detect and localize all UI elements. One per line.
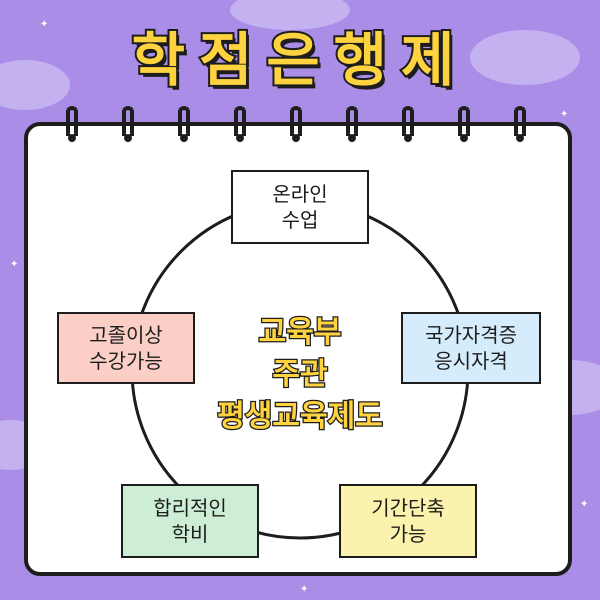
center-line-2: 주관: [271, 356, 329, 394]
feature-box-online: 온라인 수업: [231, 170, 369, 244]
feature-label-line2: 가능: [389, 522, 427, 546]
background-star-icon: ✦: [300, 584, 309, 595]
background-star-icon: ✦: [580, 499, 589, 510]
center-line-3: 평생교육제도: [216, 398, 384, 436]
feature-box-highschool: 고졸이상 수강가능: [57, 312, 195, 384]
center-label: 교육부 주관 평생교육제도: [180, 290, 420, 460]
background-star-icon: ✦: [40, 19, 49, 30]
feature-label-line1: 기간단축: [371, 496, 445, 520]
binder-ring-icon: [514, 106, 526, 142]
binder-ring-icon: [66, 106, 78, 142]
feature-box-shorten: 기간단축 가능: [339, 484, 477, 558]
background-cloud-icon: [0, 60, 70, 110]
center-line-1: 교육부: [257, 314, 342, 352]
feature-label-line2: 수강가능: [89, 349, 163, 373]
binder-ring-icon: [458, 106, 470, 142]
feature-box-license: 국가자격증 응시자격: [401, 312, 541, 384]
feature-label-line1: 합리적인: [153, 496, 227, 520]
feature-label-line1: 온라인: [272, 182, 328, 206]
binder-ring-icon: [234, 106, 246, 142]
background-star-icon: ✦: [560, 109, 569, 120]
binder-ring-icon: [402, 106, 414, 142]
background-cloud-icon: [470, 30, 580, 85]
page-title: 학점은행제: [0, 10, 600, 100]
binder-ring-icon: [346, 106, 358, 142]
title-text: 학점은행제: [130, 24, 469, 96]
binder-ring-icon: [122, 106, 134, 142]
feature-label-line1: 국가자격증: [425, 323, 517, 347]
feature-label-line2: 수업: [281, 208, 319, 232]
feature-label-line2: 응시자격: [434, 349, 508, 373]
feature-label-line2: 학비: [171, 522, 209, 546]
binder-ring-icon: [290, 106, 302, 142]
feature-label-line1: 고졸이상: [89, 323, 163, 347]
binder-ring-icon: [178, 106, 190, 142]
feature-box-tuition: 합리적인 학비: [121, 484, 259, 558]
background-star-icon: ✦: [10, 259, 19, 270]
